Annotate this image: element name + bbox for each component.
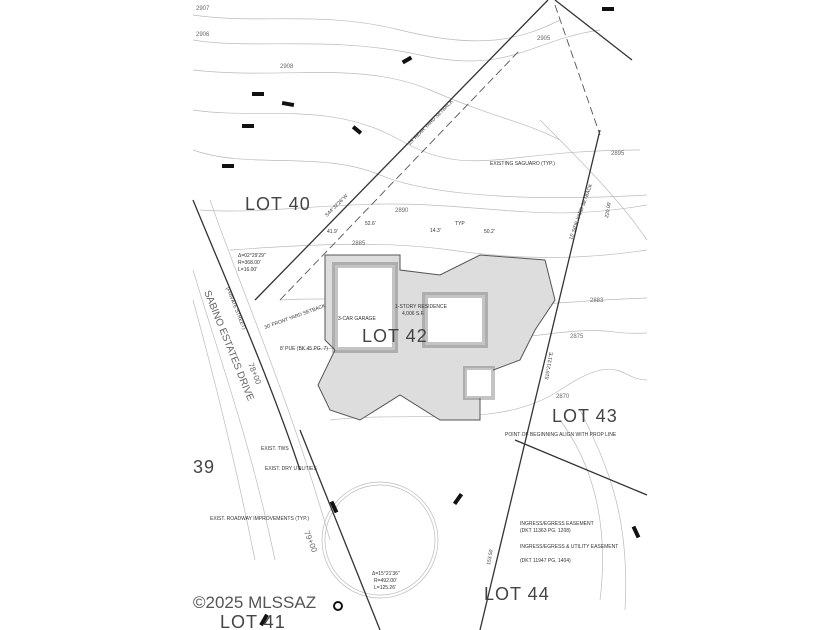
svg-text:2890: 2890: [395, 208, 409, 214]
garage-label: 3-CAR GARAGE: [338, 316, 376, 322]
svg-text:2905: 2905: [537, 36, 551, 42]
curve2-radius: R=492.00': [374, 578, 397, 584]
exist-road-note: EXIST. ROADWAY IMPROVEMENTS (TYP.): [210, 516, 309, 522]
svg-text:2895: 2895: [611, 151, 625, 157]
survey-monument-icon: [333, 601, 343, 611]
svg-text:2883: 2883: [590, 298, 604, 304]
curve2-length: L=125.26': [374, 585, 396, 591]
curve1-delta: Δ=02°29'29": [238, 253, 266, 259]
svg-text:2885: 2885: [352, 241, 366, 247]
utility-easement: INGRESS/EGRESS & UTILITY EASEMENT: [520, 544, 618, 550]
watermark: ©2025 MLSSAZ: [193, 593, 316, 612]
residence-area: 4,006 S.F.: [402, 311, 425, 317]
dim-2: 41.9': [327, 229, 338, 235]
contour-labels: 2907 2906 2908 2905 2895 2890 2885 2883 …: [196, 6, 625, 400]
residence-label: 1-STORY RESIDENCE: [395, 304, 448, 310]
utility-easement-ref: (DKT 11947 PG. 1404): [520, 558, 571, 564]
ingress-easement: INGRESS/EGRESS EASEMENT: [520, 521, 594, 527]
svg-text:2907: 2907: [196, 6, 210, 12]
ingress-easement-ref: (DKT 11363 PG. 1208): [520, 528, 571, 534]
dim-1: 52.6': [365, 221, 376, 227]
bearing-3: 220.00': [604, 201, 613, 218]
dim-4: 50.2': [484, 229, 495, 235]
svg-text:2908: 2908: [280, 64, 294, 70]
curve1-radius: R=368.00': [238, 260, 261, 266]
cul-de-sac: [321, 481, 439, 599]
lot-44-label: LOT 44: [484, 584, 550, 604]
dim-3: 14.3': [430, 228, 441, 234]
lot-43-label: LOT 43: [552, 406, 618, 426]
typ-note: TYP: [455, 221, 465, 227]
beginning-note: POINT OF BEGINNING ALIGN WITH PROP LINE: [505, 432, 617, 438]
property-lines: [254, 0, 648, 630]
lot-39-label: 39: [193, 457, 215, 477]
exist-dry-note: EXIST. DRY UTILITIES: [265, 466, 317, 472]
svg-text:2906: 2906: [196, 32, 210, 38]
lot-40-label: LOT 40: [245, 194, 311, 214]
tree-markers: [222, 7, 641, 627]
curve2-delta: Δ=15°21'36": [372, 571, 400, 577]
curve1-length: L=16.00': [238, 267, 257, 273]
lot-42-label: LOT 42: [362, 326, 428, 346]
saguaro-note: EXISTING SAGUARO (TYP.): [490, 161, 555, 167]
svg-text:2875: 2875: [570, 334, 584, 340]
road-lines: [192, 199, 439, 599]
residence-footprint: [317, 254, 556, 421]
bearing-2: S15°21'21"E: [544, 351, 555, 380]
pue-note: 8' PUE (BK 45 PG. 7): [280, 346, 328, 352]
lot-41-label: LOT 41: [220, 612, 286, 630]
bearing-4: 153.50': [486, 548, 495, 565]
svg-text:2870: 2870: [556, 394, 570, 400]
exist-tws-note: EXIST. TWS: [261, 446, 289, 452]
